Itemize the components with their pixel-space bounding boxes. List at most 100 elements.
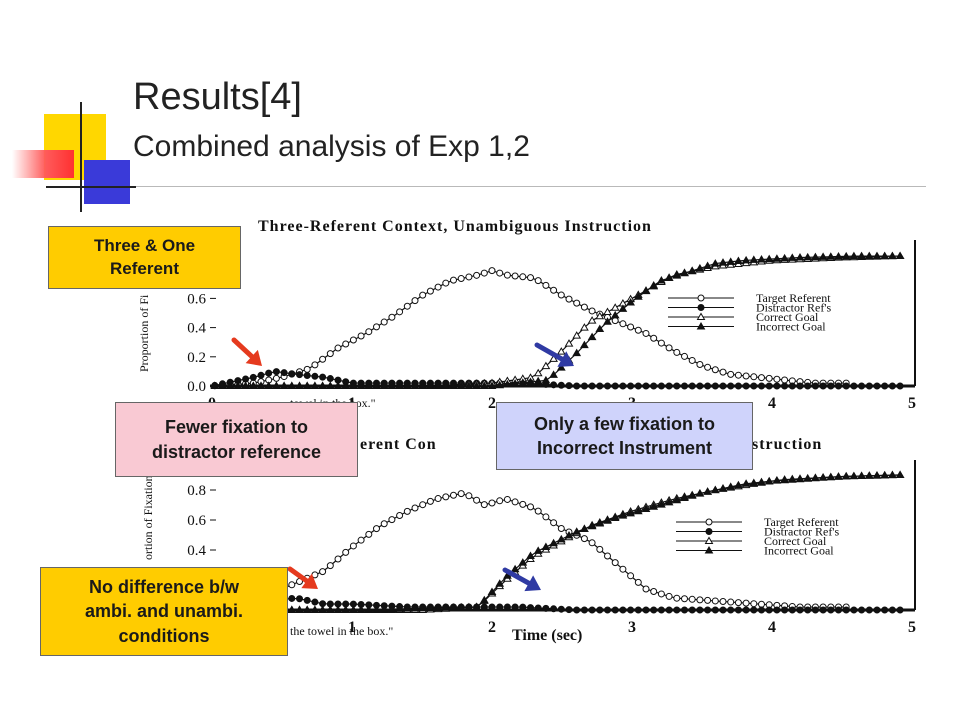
series-3-point-5 [248, 381, 258, 389]
series-0-point-17 [342, 548, 350, 556]
series-0-point-63 [696, 596, 704, 604]
arrow-shaft [231, 337, 255, 359]
x-tick-label: 2 [488, 395, 496, 412]
series-1-point-47 [573, 382, 581, 390]
series-3-point-84 [857, 471, 866, 479]
series-3-point-50 [595, 519, 605, 527]
series-1-point-89 [896, 606, 904, 614]
series-1-point-51 [604, 606, 611, 614]
callout-only-few-fixation: Only a few fixation to Incorrect Instrum… [496, 402, 753, 470]
arrow-head [301, 573, 318, 589]
legend-label: Target Referent [756, 291, 831, 305]
series-1-point-8 [272, 368, 280, 376]
series-0-point-52 [611, 317, 619, 325]
series-1-point-73 [773, 382, 781, 390]
series-3-point-45 [556, 363, 566, 371]
legend-marker-point-2 [704, 536, 714, 544]
series-3-point-67 [726, 257, 736, 265]
series-3-point-28 [426, 381, 435, 389]
series-3-point-48 [580, 524, 589, 532]
series-1-point-86 [873, 382, 881, 390]
legend-label: Correct Goal [756, 310, 819, 324]
series-3-point-34 [472, 602, 481, 611]
x-tick-label: 3 [628, 619, 636, 636]
series-3-point-52 [610, 513, 620, 521]
series-1-point-59 [665, 606, 673, 614]
series-0-point-71 [758, 374, 765, 382]
series-3-point-21 [372, 604, 381, 613]
series-1-point-56 [642, 606, 650, 614]
series-3-point-89 [895, 251, 905, 260]
series-3-point-11 [295, 381, 304, 389]
series-3-point-52 [610, 310, 620, 319]
series-0-point-42 [534, 507, 542, 515]
series-3-point-64 [703, 487, 712, 495]
series-3-point-63 [695, 263, 705, 272]
series-3-point-68 [734, 480, 743, 489]
series-3-point-70 [749, 255, 759, 263]
legend-marker-point-0 [697, 294, 705, 302]
series-1-point-10 [288, 594, 296, 602]
series-0-point-27 [419, 291, 427, 299]
series-3-point-66 [718, 258, 728, 266]
series-1-point-66 [719, 606, 727, 614]
series-0-point-26 [411, 297, 419, 305]
series-0-point-47 [573, 299, 581, 307]
series-3-point-37 [495, 579, 505, 587]
series-0-point-72 [765, 374, 773, 382]
series-1-point-88 [888, 606, 896, 614]
series-3-point-73 [772, 475, 782, 484]
series-1-point-45 [557, 381, 565, 389]
slide-title: Results[4] [133, 76, 302, 118]
series-3-point-14 [318, 381, 327, 389]
series-1-point-58 [657, 606, 665, 614]
series-3-point-16 [333, 381, 343, 389]
chart-1-ylabel: Proportion of Fi [137, 294, 151, 372]
series-0-point-12 [303, 365, 311, 373]
series-0-point-42 [534, 277, 542, 285]
series-3-point-68 [734, 256, 743, 265]
series-3-point-11 [295, 605, 304, 613]
series-3-point-61 [680, 268, 689, 277]
series-3-point-10 [287, 605, 297, 613]
series-1-point-46 [565, 382, 573, 390]
legend-marker-point-1 [705, 528, 713, 535]
series-0-point-17 [342, 340, 350, 348]
series-3-point-38 [503, 379, 512, 388]
series-3-point-35 [479, 595, 489, 604]
series-0-point-23 [388, 313, 396, 321]
arrows [231, 337, 574, 592]
series-3-point-29 [433, 381, 443, 389]
series-1-point-76 [796, 606, 804, 614]
series-3-point-57 [649, 280, 659, 289]
series-3-point-25 [402, 604, 412, 612]
series-1-point-11 [296, 595, 303, 603]
series-1-point-80 [827, 606, 835, 614]
series-3-point-15 [325, 605, 335, 613]
series-1-point-58 [657, 382, 665, 390]
series-3-point-17 [341, 381, 351, 389]
chart-2-title-right: struction [752, 436, 822, 453]
series-3-point-42 [533, 546, 543, 554]
series-3-point-62 [687, 491, 697, 499]
series-0-point-41 [527, 503, 534, 511]
y-tick-label: 0.4 [187, 321, 206, 337]
series-2-point-51 [603, 307, 612, 316]
series-0-point-71 [758, 600, 765, 608]
chart-1-series [210, 251, 905, 390]
series-0-point-55 [634, 326, 642, 334]
series-1-point-42 [534, 604, 542, 612]
series-3-point-41 [526, 377, 535, 385]
series-3-point-20 [364, 381, 374, 389]
series-3-point-69 [741, 479, 751, 487]
series-1-point-77 [804, 382, 812, 390]
series-3-point-75 [787, 474, 797, 483]
series-3-point-32 [456, 381, 466, 389]
callout-three-one-referent: Three & One Referent [48, 226, 241, 289]
series-3-point-84 [857, 251, 866, 260]
series-2-point-43 [541, 361, 551, 370]
series-1-point-65 [711, 382, 719, 390]
series-3-point-77 [803, 473, 813, 482]
series-3-point-10 [287, 381, 297, 389]
series-3-point-57 [649, 502, 659, 510]
